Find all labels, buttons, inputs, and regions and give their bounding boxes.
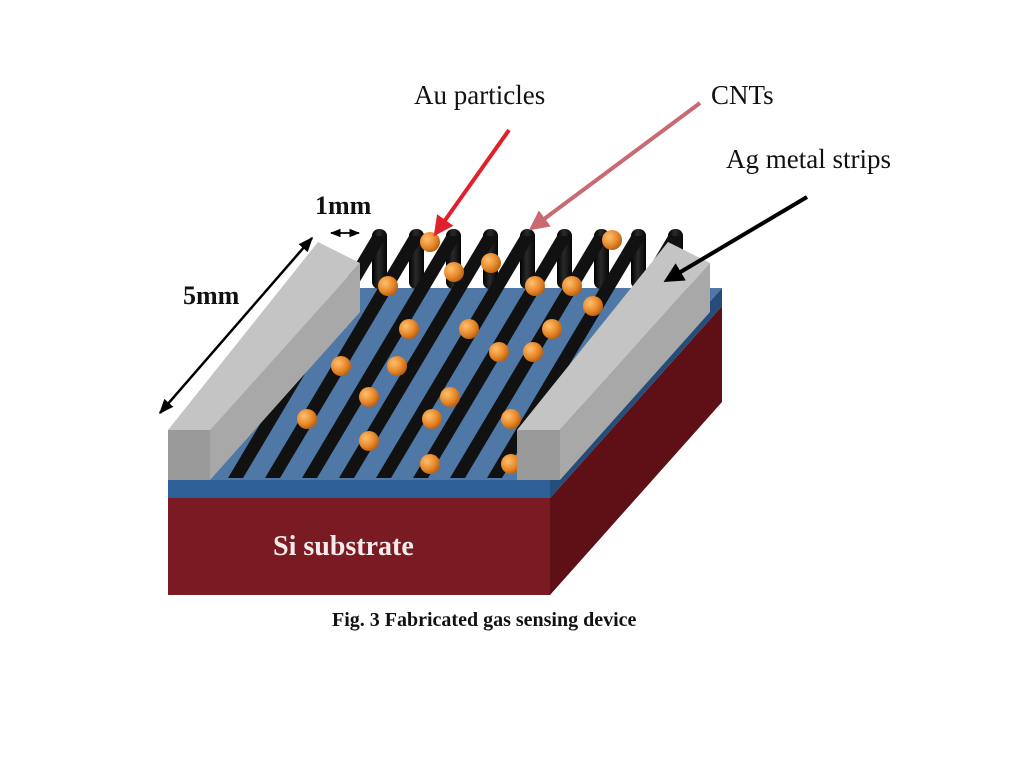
cnt-pillar — [376, 236, 535, 478]
au-particle — [602, 230, 622, 250]
figure-caption: Fig. 3 Fabricated gas sensing device — [332, 609, 637, 631]
label-length-5mm: 5mm — [183, 281, 240, 310]
au-particle — [378, 276, 398, 296]
au-particle — [583, 296, 603, 316]
label-au-particles: Au particles — [414, 80, 546, 110]
label-si-substrate: Si substrate — [273, 531, 414, 562]
au-particle — [359, 387, 379, 407]
substrate-side-face — [550, 306, 722, 595]
au-particle — [359, 431, 379, 451]
au-particle — [542, 319, 562, 339]
au-particle — [444, 262, 464, 282]
cnt-pillar — [302, 236, 461, 478]
cnt-pillar — [339, 236, 498, 478]
ag-strip-right-front — [517, 430, 560, 480]
dimension-arrow-5mm — [159, 236, 313, 415]
au-particle — [420, 454, 440, 474]
ag-strip-left-front — [168, 430, 210, 480]
au-particle — [420, 232, 440, 252]
au-particle — [440, 387, 460, 407]
ag-strip-right-top — [517, 242, 710, 430]
au-particle — [481, 253, 501, 273]
label-cnts: CNTs — [711, 80, 774, 110]
substrate-front-face — [168, 498, 550, 595]
au-particle — [331, 356, 351, 376]
arrow-cnts — [528, 101, 702, 231]
cnt-pillar — [487, 236, 646, 478]
au-particle — [501, 454, 521, 474]
au-particles — [297, 230, 622, 474]
arrow-ag-strips — [663, 195, 809, 283]
ag-strip-right-side — [560, 263, 710, 480]
label-spacing-1mm: 1mm — [315, 191, 372, 220]
au-particle — [489, 342, 509, 362]
au-particle — [562, 276, 582, 296]
au-particle — [399, 319, 419, 339]
arrow-au-particles — [433, 128, 511, 237]
label-ag-metal-strips: Ag metal strips — [726, 144, 891, 174]
au-particle — [501, 409, 521, 429]
au-particle — [387, 356, 407, 376]
au-particle — [297, 409, 317, 429]
au-particle — [525, 276, 545, 296]
oxide-layer-front — [168, 480, 550, 498]
au-particle — [459, 319, 479, 339]
au-particle — [523, 342, 543, 362]
au-particle — [422, 409, 442, 429]
